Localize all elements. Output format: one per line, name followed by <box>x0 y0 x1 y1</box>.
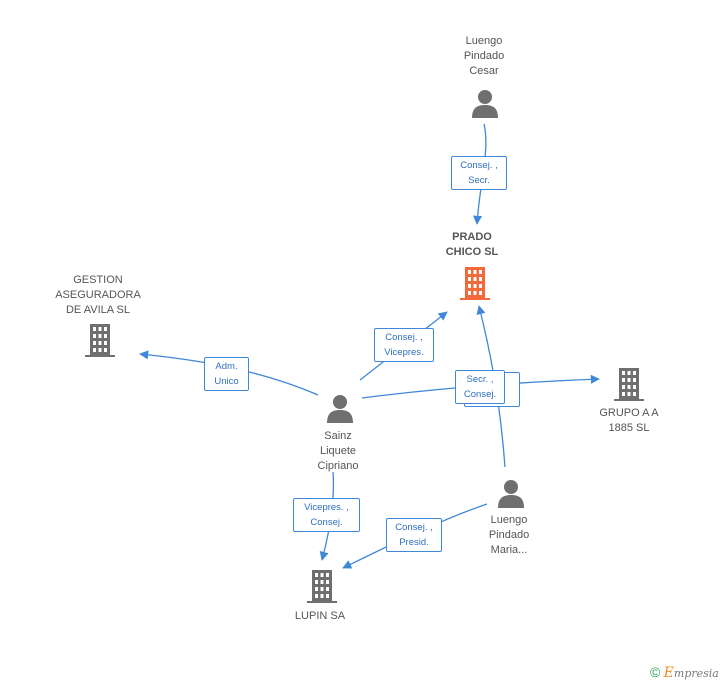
node-label-prado-chico: PRADO CHICO SL <box>445 231 499 258</box>
edge-label-sainz-prado[interactable]: Consej. , Vicepres. <box>374 328 434 362</box>
building-icon[interactable] <box>85 324 115 357</box>
building-icon[interactable] <box>460 267 490 300</box>
node-label-luengo-cesar: Luengo Pindado Cesar <box>463 35 505 77</box>
node-label-gestion: GESTION ASEGURADORA DE AVILA SL <box>55 274 141 316</box>
edge-label-sainz-grupo[interactable]: Secr. , Consej. <box>455 370 505 404</box>
brand-e: E <box>663 665 674 681</box>
edge-label-maria-lupin[interactable]: Consej. , Presid. <box>386 518 442 552</box>
copyright-icon: © <box>650 664 661 680</box>
node-label-lupin: LUPIN SA <box>294 610 346 622</box>
edge-label-sainz-lupin[interactable]: Vicepres. , Consej. <box>293 498 360 532</box>
building-icon[interactable] <box>307 570 337 603</box>
person-icon[interactable] <box>326 394 354 424</box>
building-icon[interactable] <box>614 368 644 401</box>
person-icon[interactable] <box>497 479 525 509</box>
brand-logo: © Empresia <box>650 664 719 681</box>
edge-label-sainz-gestion[interactable]: Adm. Unico <box>204 357 249 391</box>
node-label-luengo-maria: Luengo Pindado Maria... <box>488 514 530 556</box>
node-label-sainz: Sainz Liquete Cipriano <box>317 430 359 472</box>
person-icon[interactable] <box>471 89 499 119</box>
node-label-grupo: GRUPO A A 1885 SL <box>599 407 659 434</box>
brand-name: mpresia <box>673 667 719 680</box>
edge-label-cesar-prado[interactable]: Consej. , Secr. <box>451 156 507 190</box>
